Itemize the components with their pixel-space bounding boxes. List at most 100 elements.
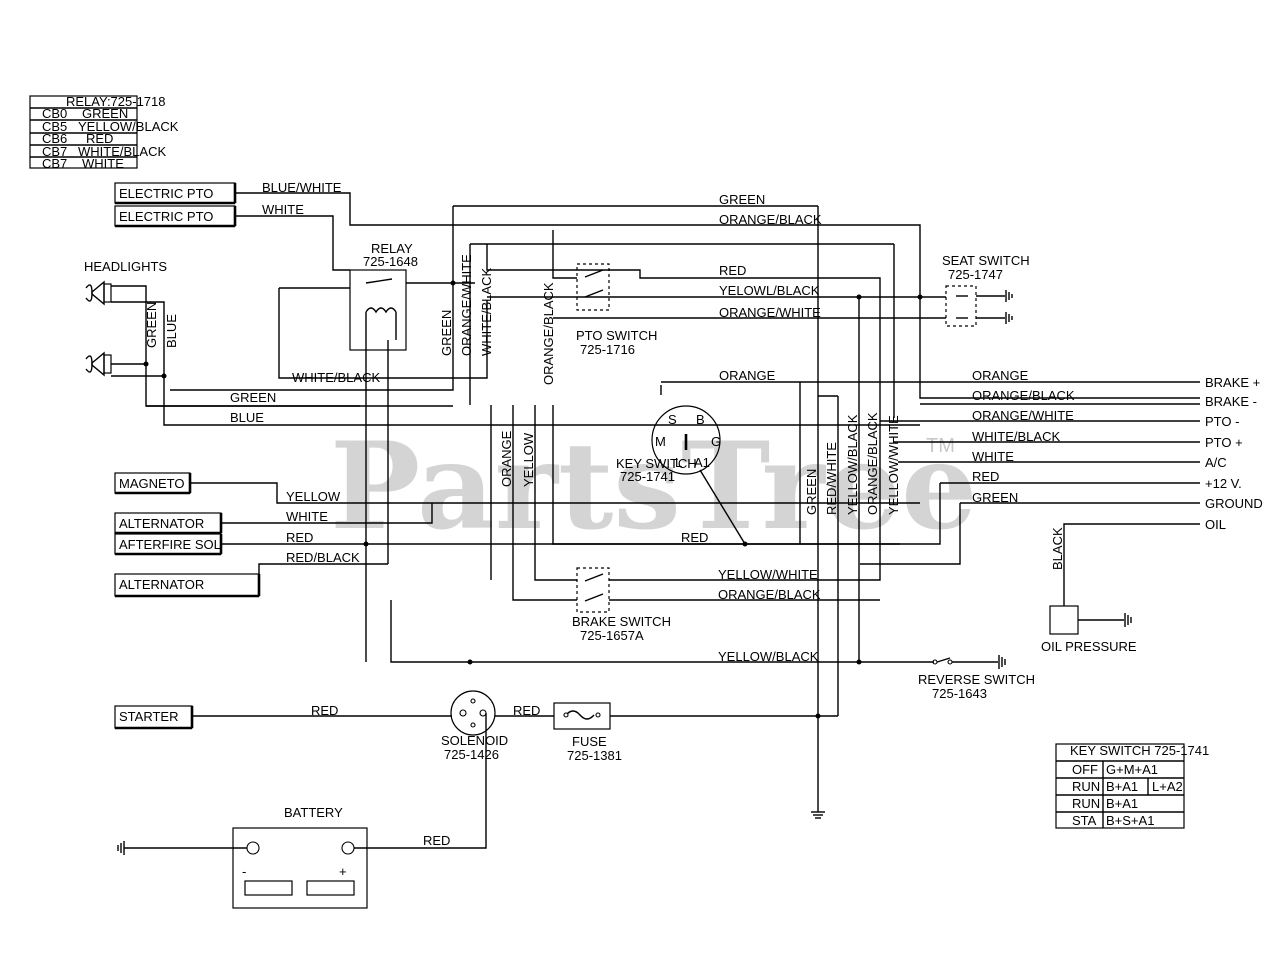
relay-legend-title: RELAY:725-1718 xyxy=(66,94,166,109)
wire-label: ORANGE xyxy=(499,430,514,487)
wire-labels: BLUE/WHITE WHITE GREEN ORANGE/BLACK RED … xyxy=(144,180,901,718)
wire-label: YELOWL/BLACK xyxy=(719,283,820,298)
battery-label: BATTERY xyxy=(284,805,343,820)
watermark-tm: TM xyxy=(926,435,955,457)
wire-label: BLUE xyxy=(230,410,264,425)
relay-legend-pin: CB0 xyxy=(42,106,67,121)
ground-icon xyxy=(1124,613,1132,627)
wire-label: WHITE/BLACK xyxy=(292,370,380,385)
key-table-pos: STA xyxy=(1072,813,1097,828)
electric-pto-connector-2: ELECTRIC PTO xyxy=(114,205,237,228)
key-table-combo: B+A1 xyxy=(1106,779,1138,794)
pto-switch: PTO SWITCH 725-1716 xyxy=(576,263,657,357)
ground-icon xyxy=(811,800,825,819)
relay-legend-color: GREEN xyxy=(82,106,128,121)
harness-wire-label: RED xyxy=(972,469,999,484)
relay-part: 725-1648 xyxy=(363,254,418,269)
wire-harness xyxy=(111,192,1200,800)
junction-dots xyxy=(143,280,923,719)
electric-pto-label: ELECTRIC PTO xyxy=(119,186,213,201)
relay-legend-color: RED xyxy=(86,131,113,146)
wire-label: ORANGE xyxy=(719,368,776,383)
harness-connector: ORANGE ORANGE/BLACK ORANGE/WHITE WHITE/B… xyxy=(972,368,1263,532)
wire-label: WHITE xyxy=(286,509,328,524)
harness-wire-label: WHITE/BLACK xyxy=(972,429,1060,444)
key-table-pos: RUN xyxy=(1072,796,1100,811)
headlight-icon xyxy=(85,280,112,306)
ground-icon xyxy=(1005,290,1013,302)
harness-terminal: +12 V. xyxy=(1205,476,1242,491)
wire-label: RED xyxy=(423,833,450,848)
harness-wire-label: ORANGE/WHITE xyxy=(972,408,1074,423)
relay-legend-color: YELLOW/BLACK xyxy=(78,119,179,134)
key-table-combo: B+S+A1 xyxy=(1106,813,1154,828)
wire-label: RED xyxy=(719,263,746,278)
fuse-part: 725-1381 xyxy=(567,748,622,763)
oil-pressure-name: OIL PRESSURE xyxy=(1041,639,1137,654)
brake-switch-part: 725-1657A xyxy=(580,628,644,643)
key-terminal-l: L xyxy=(675,455,682,470)
brake-switch: BRAKE SWITCH 725-1657A xyxy=(572,567,671,643)
alternator-label: ALTERNATOR xyxy=(119,516,204,531)
solenoid-part: 725-1426 xyxy=(444,747,499,762)
alternator-connector-2: ALTERNATOR xyxy=(114,573,261,598)
relay-legend-pin: CB5 xyxy=(42,119,67,134)
solenoid-name: SOLENOID xyxy=(441,733,508,748)
oil-pressure-sensor: OIL PRESSURE BLACK xyxy=(1041,523,1200,654)
wire-label: ORANGE/WHITE xyxy=(719,305,821,320)
reverse-switch: REVERSE SWITCH 725-1643 xyxy=(918,655,1035,701)
wire-label: BLUE/WHITE xyxy=(262,180,342,195)
harness-wire-label: WHITE xyxy=(972,449,1014,464)
relay-name: RELAY xyxy=(371,241,413,256)
wire-label: YELLOW/WHITE xyxy=(886,415,901,515)
electric-pto-label: ELECTRIC PTO xyxy=(119,209,213,224)
key-table-combo: L+A2 xyxy=(1152,779,1183,794)
wire-label: RED xyxy=(311,703,338,718)
key-table-pos: OFF xyxy=(1072,762,1098,777)
harness-terminal: PTO + xyxy=(1205,435,1243,450)
harness-wire-label: GREEN xyxy=(972,490,1018,505)
wire-label: RED/BLACK xyxy=(286,550,360,565)
key-table-pos: RUN xyxy=(1072,779,1100,794)
wire-label: RED xyxy=(681,530,708,545)
magneto-label: MAGNETO xyxy=(119,476,185,491)
alternator-label: ALTERNATOR xyxy=(119,577,204,592)
ground-icon xyxy=(998,655,1006,669)
wire-label: WHITE/BLACK xyxy=(479,268,494,356)
harness-terminal: OIL xyxy=(1205,517,1226,532)
seat-switch-name: SEAT SWITCH xyxy=(942,253,1030,268)
key-table-combo: G+M+A1 xyxy=(1106,762,1158,777)
wire-label: BLUE xyxy=(164,314,179,348)
key-table-title: KEY SWITCH 725-1741 xyxy=(1070,743,1209,758)
wire-label: ORANGE/BLACK xyxy=(719,212,822,227)
wire-label: ORANGE/BLACK xyxy=(541,282,556,385)
key-switch-part: 725-1741 xyxy=(620,469,675,484)
harness-wire-label: ORANGE xyxy=(972,368,1029,383)
pto-switch-name: PTO SWITCH xyxy=(576,328,657,343)
relay-legend-color: WHITE/BLACK xyxy=(78,144,166,159)
headlights-label: HEADLIGHTS xyxy=(84,259,167,274)
starter-connector: STARTER xyxy=(114,705,194,730)
relay-legend-table: RELAY:725-1718 CB0 GREEN CB5 YELLOW/BLAC… xyxy=(29,94,179,171)
wire-label: ORANGE/BLACK xyxy=(718,587,821,602)
starter-label: STARTER xyxy=(119,709,178,724)
electric-pto-connector-1: ELECTRIC PTO xyxy=(114,182,237,205)
reverse-switch-name: REVERSE SWITCH xyxy=(918,672,1035,687)
battery-minus: - xyxy=(242,864,246,879)
watermark-logo: PartsTree xyxy=(330,416,977,557)
pto-switch-part: 725-1716 xyxy=(580,342,635,357)
solenoid: SOLENOID 725-1426 xyxy=(441,690,508,762)
battery-plus: + xyxy=(339,864,347,879)
relay-legend-color: WHITE xyxy=(82,156,124,171)
ground-icon xyxy=(117,841,125,855)
harness-terminal: A/C xyxy=(1205,455,1227,470)
key-terminal-g: G xyxy=(711,434,721,449)
seat-switch: SEAT SWITCH 725-1747 xyxy=(942,253,1030,327)
wire-label: GREEN xyxy=(144,302,159,348)
afterfire-sol-label: AFTERFIRE SOL xyxy=(119,537,221,552)
key-terminal-s: S xyxy=(668,412,677,427)
magneto-connector: MAGNETO xyxy=(114,472,192,495)
wire-label: YELLOW xyxy=(521,432,536,487)
battery: BATTERY - + RED xyxy=(117,713,487,909)
